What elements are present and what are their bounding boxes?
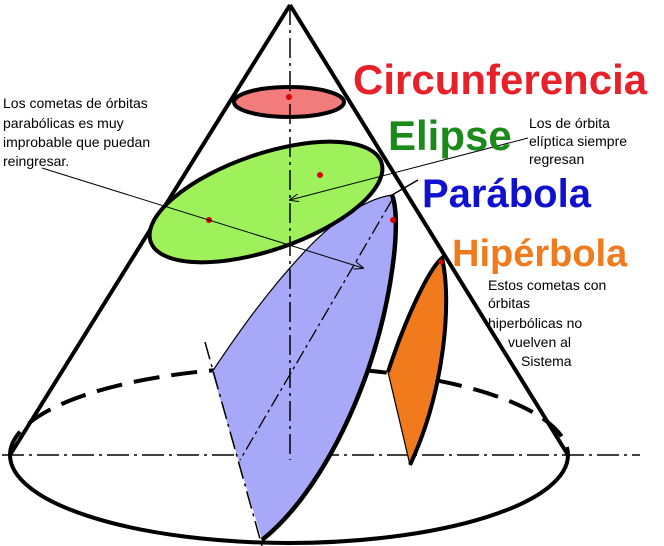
note-hiperbolicas-line: hiperbólicas no <box>488 315 582 331</box>
ellipse-section <box>147 139 385 265</box>
note-hiperbolicas-line: Sistema <box>521 353 572 369</box>
label-hiperbola: Hipérbola <box>452 233 628 275</box>
parabola-axis <box>239 199 393 461</box>
arrow-elipticas <box>290 137 529 200</box>
hyperbola-vertex-dot <box>438 259 444 265</box>
label-circunferencia: Circunferencia <box>353 56 648 103</box>
cone-right-side <box>288 3 570 457</box>
note-elipticas-line: regresan <box>529 151 584 167</box>
note-elipticas-line: Los de órbita <box>529 115 610 131</box>
ellipse-focus-dot-right <box>317 172 323 178</box>
label-elipse: Elipse <box>388 112 512 159</box>
note-hiperbolicas-line: vuelven al <box>508 334 571 350</box>
hyperbola-branch <box>388 258 447 465</box>
parabola-plane-cut-line <box>204 341 263 546</box>
circle-center-dot <box>286 94 292 100</box>
note-hiperbolicas-line: Estos cometas con <box>488 277 606 293</box>
note-hiperbolicas-line: órbitas <box>488 295 530 311</box>
note-elipticas: Los de órbita elíptica siempre regresan <box>529 115 631 167</box>
parabola-plane <box>212 195 396 540</box>
hyperbola-plane-line <box>387 371 411 466</box>
parabola-focus-dot <box>390 217 396 223</box>
note-parabolicas-line: reingresar. <box>3 153 69 169</box>
arrow-parabolicas <box>41 167 363 268</box>
note-parabolicas-line: Los cometas de órbitas <box>3 95 148 111</box>
label-parabola: Parábola <box>422 172 592 216</box>
note-parabolicas-line: improbable que puedan <box>3 134 150 150</box>
note-parabolicas-line: parabólicas es muy <box>3 115 124 131</box>
cone-base-front-arc <box>8 454 570 545</box>
circle-section <box>232 85 346 119</box>
note-elipticas-line: elíptica siempre <box>529 133 627 149</box>
note-parabolicas: Los cometas de órbitas parabólicas es mu… <box>3 95 154 169</box>
parabola-curve <box>260 194 399 542</box>
note-hiperbolicas: Estos cometas con órbitas hiperbólicas n… <box>488 277 610 369</box>
parabola-top-edge <box>211 194 393 373</box>
